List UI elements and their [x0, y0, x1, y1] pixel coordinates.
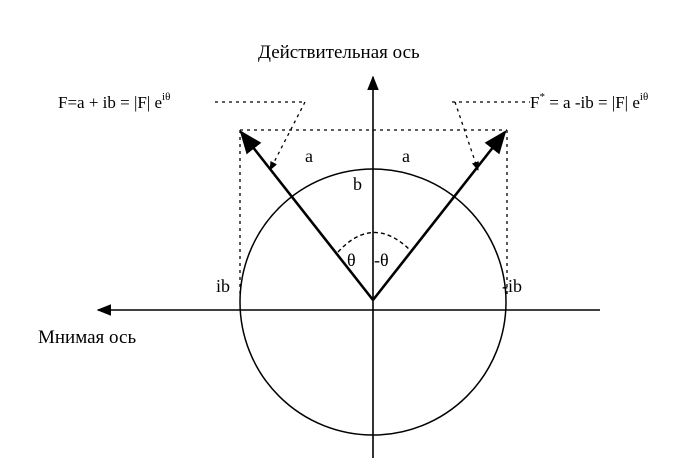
formula-fconj-star: * [539, 91, 545, 103]
formula-f-conjugate: F* = a -ib = |F| eiθ [530, 91, 648, 112]
label-theta: θ [347, 250, 356, 270]
formula-fconj-exponent: iθ [640, 91, 648, 103]
real-axis-label: Действительная ось [258, 42, 420, 63]
label-a-left: a [305, 146, 313, 166]
formula-f: F=a + ib = |F| eiθ [58, 91, 170, 112]
formula-f-exponent: iθ [162, 91, 170, 103]
formula-f-main: F=a + ib = |F| e [58, 93, 162, 112]
angle-arc [337, 231, 411, 253]
label-ib: ib [216, 276, 230, 296]
vector-f-conjugate [371, 130, 507, 301]
label-minus-theta: -θ [374, 250, 389, 270]
leader-f-pointer [269, 101, 306, 171]
vector-f [239, 130, 375, 301]
label-a-right: a [402, 146, 410, 166]
label-b: b [353, 174, 362, 194]
formula-fconj-base: F [530, 93, 539, 112]
label-minus-ib: -ib [502, 276, 522, 296]
leader-fconj-pointer [454, 101, 479, 171]
imaginary-axis-label: Мнимая ось [38, 327, 136, 348]
formula-fconj-main: = a -ib = |F| e [545, 93, 640, 112]
